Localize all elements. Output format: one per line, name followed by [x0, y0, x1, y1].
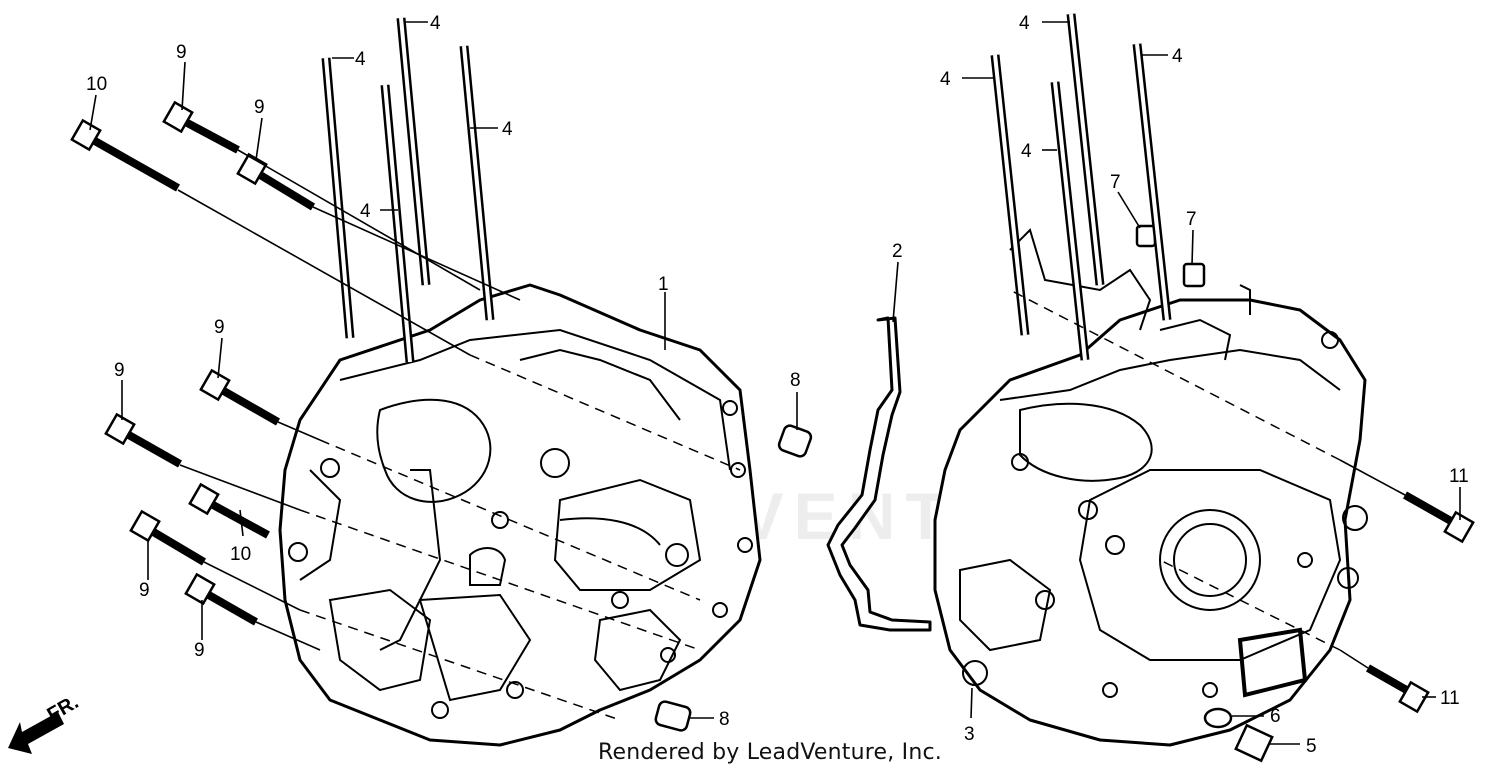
right-crankcase[interactable]: [933, 228, 1368, 747]
front-direction-marker: FR.: [8, 691, 82, 754]
callout-5: 5: [1306, 736, 1317, 757]
callout-labels: 10 9 9 9 9 10 9 9 4 4 4 4 1 8 8 2 3 4 4 …: [86, 13, 1469, 757]
front-arrow-icon: [8, 712, 64, 754]
callout-1: 1: [658, 274, 669, 295]
callout-4-d: 4: [360, 201, 371, 222]
assembly-lines: [177, 149, 1406, 721]
callout-7-a: 7: [1110, 172, 1121, 193]
callout-4-c: 4: [502, 119, 513, 140]
callout-3: 3: [964, 724, 975, 745]
render-credit: Rendered by LeadVenture, Inc.: [598, 740, 942, 765]
callout-8-upper: 8: [790, 370, 801, 391]
callout-9-middle: 9: [214, 317, 225, 338]
callout-10-upper: 10: [86, 74, 107, 95]
callout-7-b: 7: [1186, 209, 1197, 230]
dowel-pin-upper[interactable]: [777, 424, 813, 458]
callout-4-g: 4: [1172, 46, 1183, 67]
left-crankcase[interactable]: [278, 283, 762, 747]
drain-bolt[interactable]: [1234, 723, 1274, 763]
callout-4-e: 4: [1019, 13, 1030, 34]
callout-10-lower: 10: [230, 544, 251, 565]
stud-bolts-left[interactable]: [321, 17, 495, 363]
callout-11-lower: 11: [1440, 688, 1460, 709]
callout-9-upper-b: 9: [254, 97, 265, 118]
stud-bolts-right[interactable]: [990, 13, 1172, 361]
callout-9-lower-a: 9: [139, 580, 150, 601]
dowel-pin-lower[interactable]: [654, 700, 692, 732]
callout-8-lower: 8: [719, 709, 730, 730]
callout-9-lower-b: 9: [194, 640, 205, 661]
callout-11-upper: 11: [1449, 466, 1469, 487]
dowel-7-b[interactable]: [1182, 262, 1206, 288]
callout-6: 6: [1270, 706, 1281, 727]
crankcase-gasket[interactable]: [826, 316, 932, 632]
callout-4-a: 4: [430, 13, 441, 34]
callout-4-f: 4: [940, 69, 951, 90]
callout-4-b: 4: [355, 49, 366, 70]
callout-9-upper-a: 9: [176, 42, 187, 63]
callout-9-left: 9: [114, 360, 125, 381]
callout-4-h: 4: [1021, 141, 1032, 162]
callout-leaders: [89, 21, 1461, 745]
callout-2: 2: [892, 241, 903, 262]
dowel-7-a[interactable]: [1135, 224, 1157, 248]
flange-bolts-right[interactable]: [1366, 491, 1475, 714]
sealing-washer[interactable]: [1203, 707, 1233, 729]
flange-bolts-left[interactable]: [70, 100, 316, 626]
